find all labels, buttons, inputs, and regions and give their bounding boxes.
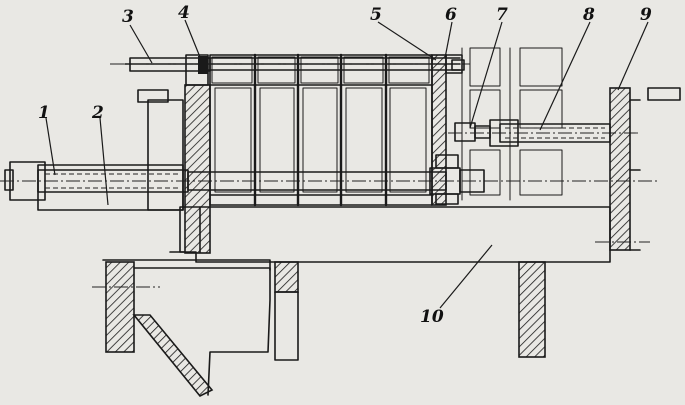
- right-support: [518, 261, 546, 358]
- callout-5: 5: [370, 5, 382, 25]
- left-support: [92, 259, 299, 398]
- piston-rod: [0, 161, 660, 201]
- callout-7: 7: [496, 5, 508, 25]
- callout-8: 8: [582, 5, 595, 25]
- right-end-frame: [595, 87, 681, 251]
- callout-6: 6: [445, 5, 457, 25]
- bottom-tie-rod: [187, 154, 485, 205]
- callout-1: 1: [38, 103, 50, 123]
- callout-10: 10: [420, 307, 444, 327]
- left-head-plate: [169, 54, 211, 254]
- callout-4: 4: [178, 3, 190, 23]
- leader-lines: [45, 19, 649, 309]
- top-tie-rod: [110, 56, 470, 74]
- callout-labels: 1 2 3 4 5 6 7 8 9 10: [38, 3, 652, 327]
- callout-9: 9: [640, 5, 652, 25]
- callout-2: 2: [91, 103, 104, 123]
- callout-3: 3: [122, 7, 134, 27]
- base-frame: [179, 206, 611, 263]
- filter-plate-pack: [209, 53, 433, 207]
